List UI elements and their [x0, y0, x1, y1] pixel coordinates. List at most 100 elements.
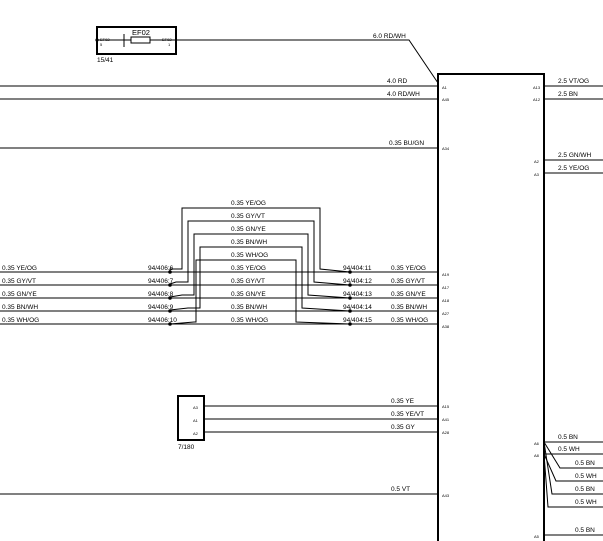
- pin-a15: A15: [442, 404, 450, 409]
- wire-label-a1: 4.0 RD: [387, 78, 408, 85]
- right-bus-label-4: 0.35 BN/WH: [391, 304, 427, 311]
- fanout-label-6: 0.5 WH: [575, 499, 597, 506]
- pin-a34: A34: [442, 146, 450, 151]
- pin-a28: A28: [442, 430, 450, 435]
- right-bus-label-1: 0.35 YE/OG: [391, 265, 426, 272]
- splice-left-4: 94/406:9: [148, 304, 174, 311]
- right-fanout: 0.5 BN 0.5 WH 0.5 BN 0.5 WH 0.5 BN 0.5 W…: [543, 434, 603, 508]
- fuse-pin-right-num: 1: [168, 42, 171, 47]
- loop-label-5: 0.35 WH/OG: [231, 252, 268, 259]
- splice-dot-right-5: [348, 322, 352, 326]
- splice-dot-left-1: [168, 270, 172, 274]
- fanout-wire-6: [543, 453, 603, 508]
- loop-label-1: 0.35 YE/OG: [231, 200, 266, 207]
- pin-a3: A3: [534, 172, 540, 177]
- fanout-label-1: 0.5 BN: [558, 434, 578, 441]
- right-bus-label-5: 0.35 WH/OG: [391, 317, 428, 324]
- fuse-label: EF02: [132, 28, 150, 37]
- fanout-label-5: 0.5 BN: [575, 486, 595, 493]
- pin-a45: A45: [442, 97, 450, 102]
- loop-wires: 0.35 YE/OG 0.35 GY/VT 0.35 GN/YE 0.35 BN…: [169, 200, 351, 325]
- splice-dot-right-2: [348, 283, 352, 287]
- pin-a12: A12: [533, 97, 541, 102]
- fuse-pin-left-num: 5: [100, 42, 103, 47]
- sensor-pin-a2: A2: [193, 431, 199, 436]
- fanout-wire-3: [543, 441, 603, 469]
- mid-bus-label-3: 0.35 GN/YE: [231, 291, 266, 298]
- fuse-ef02: EF02 EF02 5 EF02 1 15/41: [95, 26, 177, 64]
- pin-a38: A38: [442, 324, 450, 329]
- pin-a1: A1: [442, 85, 448, 90]
- control-module: [437, 73, 545, 541]
- pin-a27: A27: [442, 311, 450, 316]
- mid-bus-label-5: 0.35 WH/OG: [231, 317, 268, 324]
- left-bus-label-5: 0.35 WH/OG: [2, 317, 39, 324]
- fanout-wire-5: [543, 441, 603, 495]
- mid-bus-label-4: 0.35 BN/WH: [231, 304, 267, 311]
- loop-label-3: 0.35 GN/YE: [231, 226, 266, 233]
- right-bus-label-3: 0.35 GN/YE: [391, 291, 426, 298]
- loop-label-2: 0.35 GY/VT: [231, 213, 265, 220]
- pin-a18: A18: [442, 298, 450, 303]
- wire-label-a41: 0.35 YE/VT: [391, 411, 424, 418]
- left-bus-label-1: 0.35 YE/OG: [2, 265, 37, 272]
- splice-right-4: 94/404:14: [343, 304, 372, 311]
- loop-wire-3: [169, 233, 351, 299]
- fanout-label-3: 0.5 BN: [575, 460, 595, 467]
- pin-a43: A43: [442, 493, 450, 498]
- right-bus-label-2: 0.35 GY/VT: [391, 278, 425, 285]
- splice-left-1: 94/406:6: [148, 265, 174, 272]
- pin-a41: A41: [442, 417, 450, 422]
- wire-label-a45: 4.0 RD/WH: [387, 91, 420, 98]
- wire-label-a15: 0.35 YE: [391, 398, 415, 405]
- splice-left-2: 94/406:7: [148, 278, 174, 285]
- left-bus-label-4: 0.35 BN/WH: [2, 304, 38, 311]
- fanout-wire-4: [543, 453, 603, 482]
- pin-a8: A8: [534, 453, 540, 458]
- loop-wire-2: [169, 220, 351, 286]
- left-bus-label-2: 0.35 GY/VT: [2, 278, 36, 285]
- loop-wire-5: [169, 259, 351, 325]
- fuse-pin-right-top: EF02: [162, 37, 172, 42]
- pin-a19: A19: [442, 272, 450, 277]
- splice-right-1: 94/404:11: [343, 265, 372, 272]
- sensor-7-180: A3 A1 A2 7/180: [177, 395, 205, 451]
- splice-dot-left-3: [168, 296, 172, 300]
- mid-bus-label-1: 0.35 YE/OG: [231, 265, 266, 272]
- wire-label-right-a3: 2.5 YE/OG: [558, 165, 589, 172]
- splice-left-3: 94/406:8: [148, 291, 174, 298]
- splice-dot-right-3: [348, 296, 352, 300]
- wire-label-right-a13: 2.5 VT/OG: [558, 78, 589, 85]
- fuse-pin-left-top: EF02: [100, 37, 110, 42]
- loop-wire-4: [169, 246, 351, 312]
- left-bus-label-3: 0.35 GN/YE: [2, 291, 37, 298]
- loop-label-4: 0.35 BN/WH: [231, 239, 267, 246]
- splice-right-2: 94/404:12: [343, 278, 372, 285]
- fanout-label-4: 0.5 WH: [575, 473, 597, 480]
- splice-dot-left-4: [168, 309, 172, 313]
- mid-bus-label-2: 0.35 GY/VT: [231, 278, 265, 285]
- splice-dot-right-4: [348, 309, 352, 313]
- splice-right-3: 94/404:13: [343, 291, 372, 298]
- splice-right-5: 94/404:15: [343, 317, 372, 324]
- pin-a6: A6: [534, 441, 540, 446]
- wire-fuse-out: [176, 39, 439, 84]
- module-left-pins: A1 A45 A34 A19 A17 A18 A27 A38 A15 A41 A…: [442, 85, 450, 498]
- wire-label-right-a12: 2.5 BN: [558, 91, 578, 98]
- module-right-pins: A13 A12 A2 A3 A6 A8 A5: [533, 85, 541, 539]
- wire-label-a5: 0.5 BN: [575, 527, 595, 534]
- wire-label-a34: 0.35 BU/GN: [389, 140, 424, 147]
- fanout-label-2: 0.5 WH: [558, 446, 580, 453]
- sensor-pin-a3: A3: [193, 405, 199, 410]
- fuse-element: [130, 36, 151, 44]
- splice-dot-left-2: [168, 283, 172, 287]
- pin-a13: A13: [533, 85, 541, 90]
- pin-a2: A2: [534, 159, 540, 164]
- wire-label-a43: 0.5 VT: [391, 486, 410, 493]
- wire-label-a28: 0.35 GY: [391, 424, 416, 431]
- sensor-pin-a1: A1: [193, 418, 199, 423]
- sensor-ref: 7/180: [178, 444, 195, 451]
- bus-rows: 0.35 YE/OG 0.35 GY/VT 0.35 GN/YE 0.35 BN…: [0, 265, 438, 326]
- loop-wire-1: [169, 207, 351, 273]
